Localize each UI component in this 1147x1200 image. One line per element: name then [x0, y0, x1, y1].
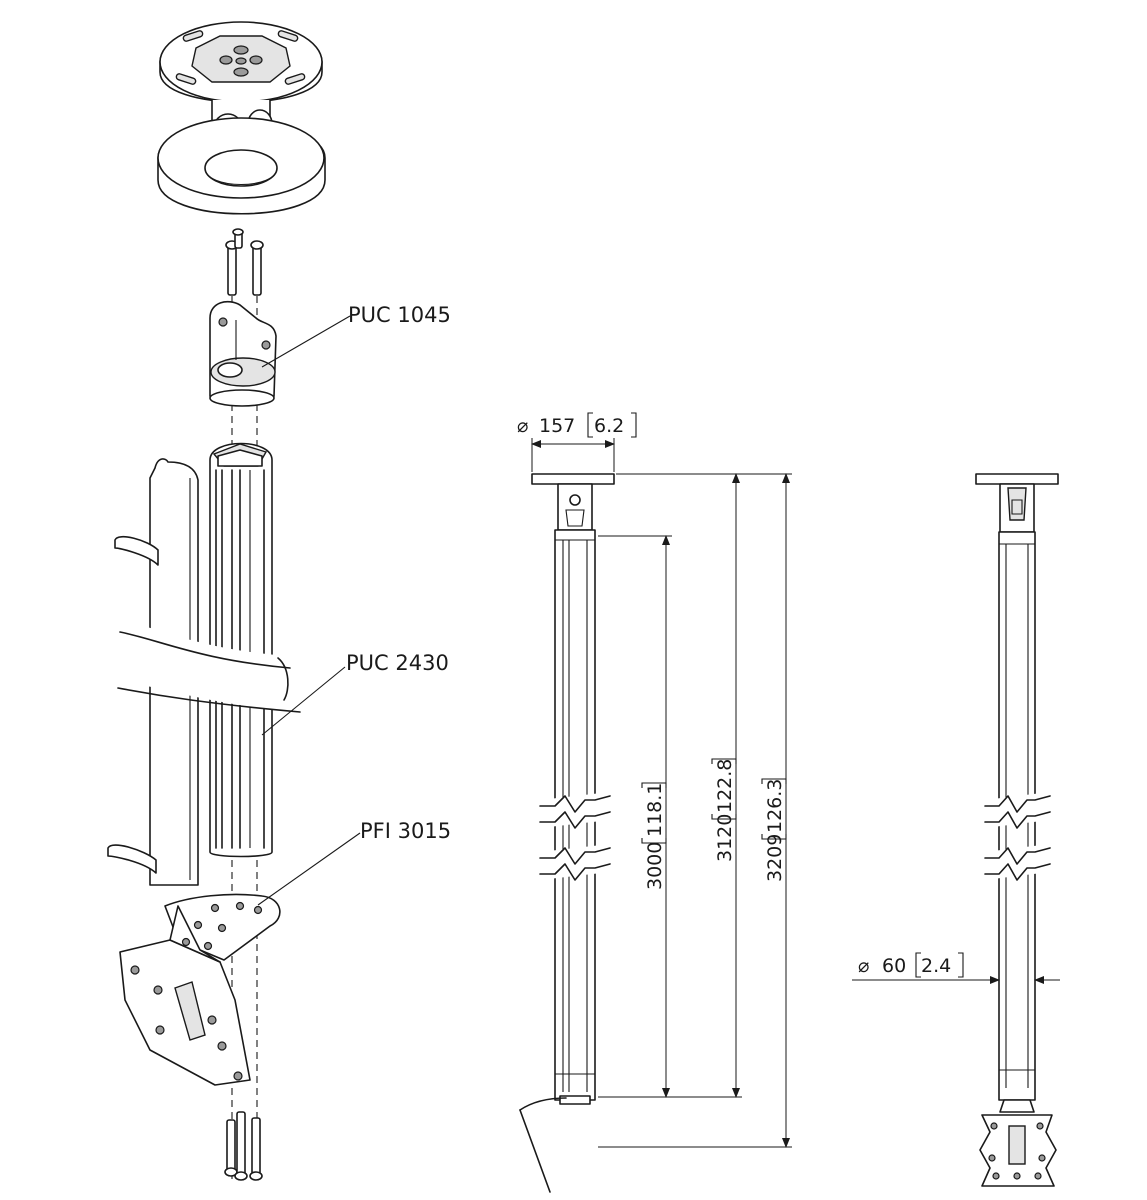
tube-diameter-inch: 2.4: [921, 955, 951, 977]
total-length-mm: 3209: [764, 834, 786, 882]
total-length-inch: 126.3: [764, 779, 786, 833]
plate-diameter-inch: 6.2: [594, 415, 624, 437]
callout-pfi3015: PFI 3015: [360, 819, 451, 843]
front-view: [519, 473, 615, 1193]
cover-ring: [157, 117, 326, 215]
tube-diameter-symbol: ⌀: [858, 955, 869, 977]
mount-length-inch: 122.8: [714, 759, 736, 813]
plate-diameter-symbol: ⌀: [517, 415, 528, 437]
tube-diameter-mm: 60: [882, 955, 906, 977]
coupler-puc1045: PUC 1045: [209, 301, 451, 407]
exploded-view: PUC 1045 PUC: [107, 21, 451, 1181]
tube-puc2430: [209, 442, 273, 858]
tube-length-inch: 118.1: [644, 783, 666, 837]
side-view: [975, 473, 1059, 1187]
callout-puc1045: PUC 1045: [348, 303, 451, 327]
ceiling-plate: [159, 21, 323, 143]
tube-length-mm: 3000: [644, 842, 666, 890]
bracket-pfi3015: PFI 3015: [119, 819, 451, 1086]
callout-puc2430: PUC 2430: [346, 651, 449, 675]
side-view-dimensions: ⌀ 60 2.4: [852, 952, 1060, 984]
leader-puc2430: [261, 666, 346, 736]
screws-bottom: [224, 1111, 263, 1181]
mount-length-mm: 3120: [714, 814, 736, 862]
plate-diameter-mm: 157: [539, 415, 575, 437]
front-view-dimensions: ⌀ 157 6.2 3000 118.1 3120 122.8 3209: [517, 412, 792, 1148]
break-band: [117, 620, 301, 713]
